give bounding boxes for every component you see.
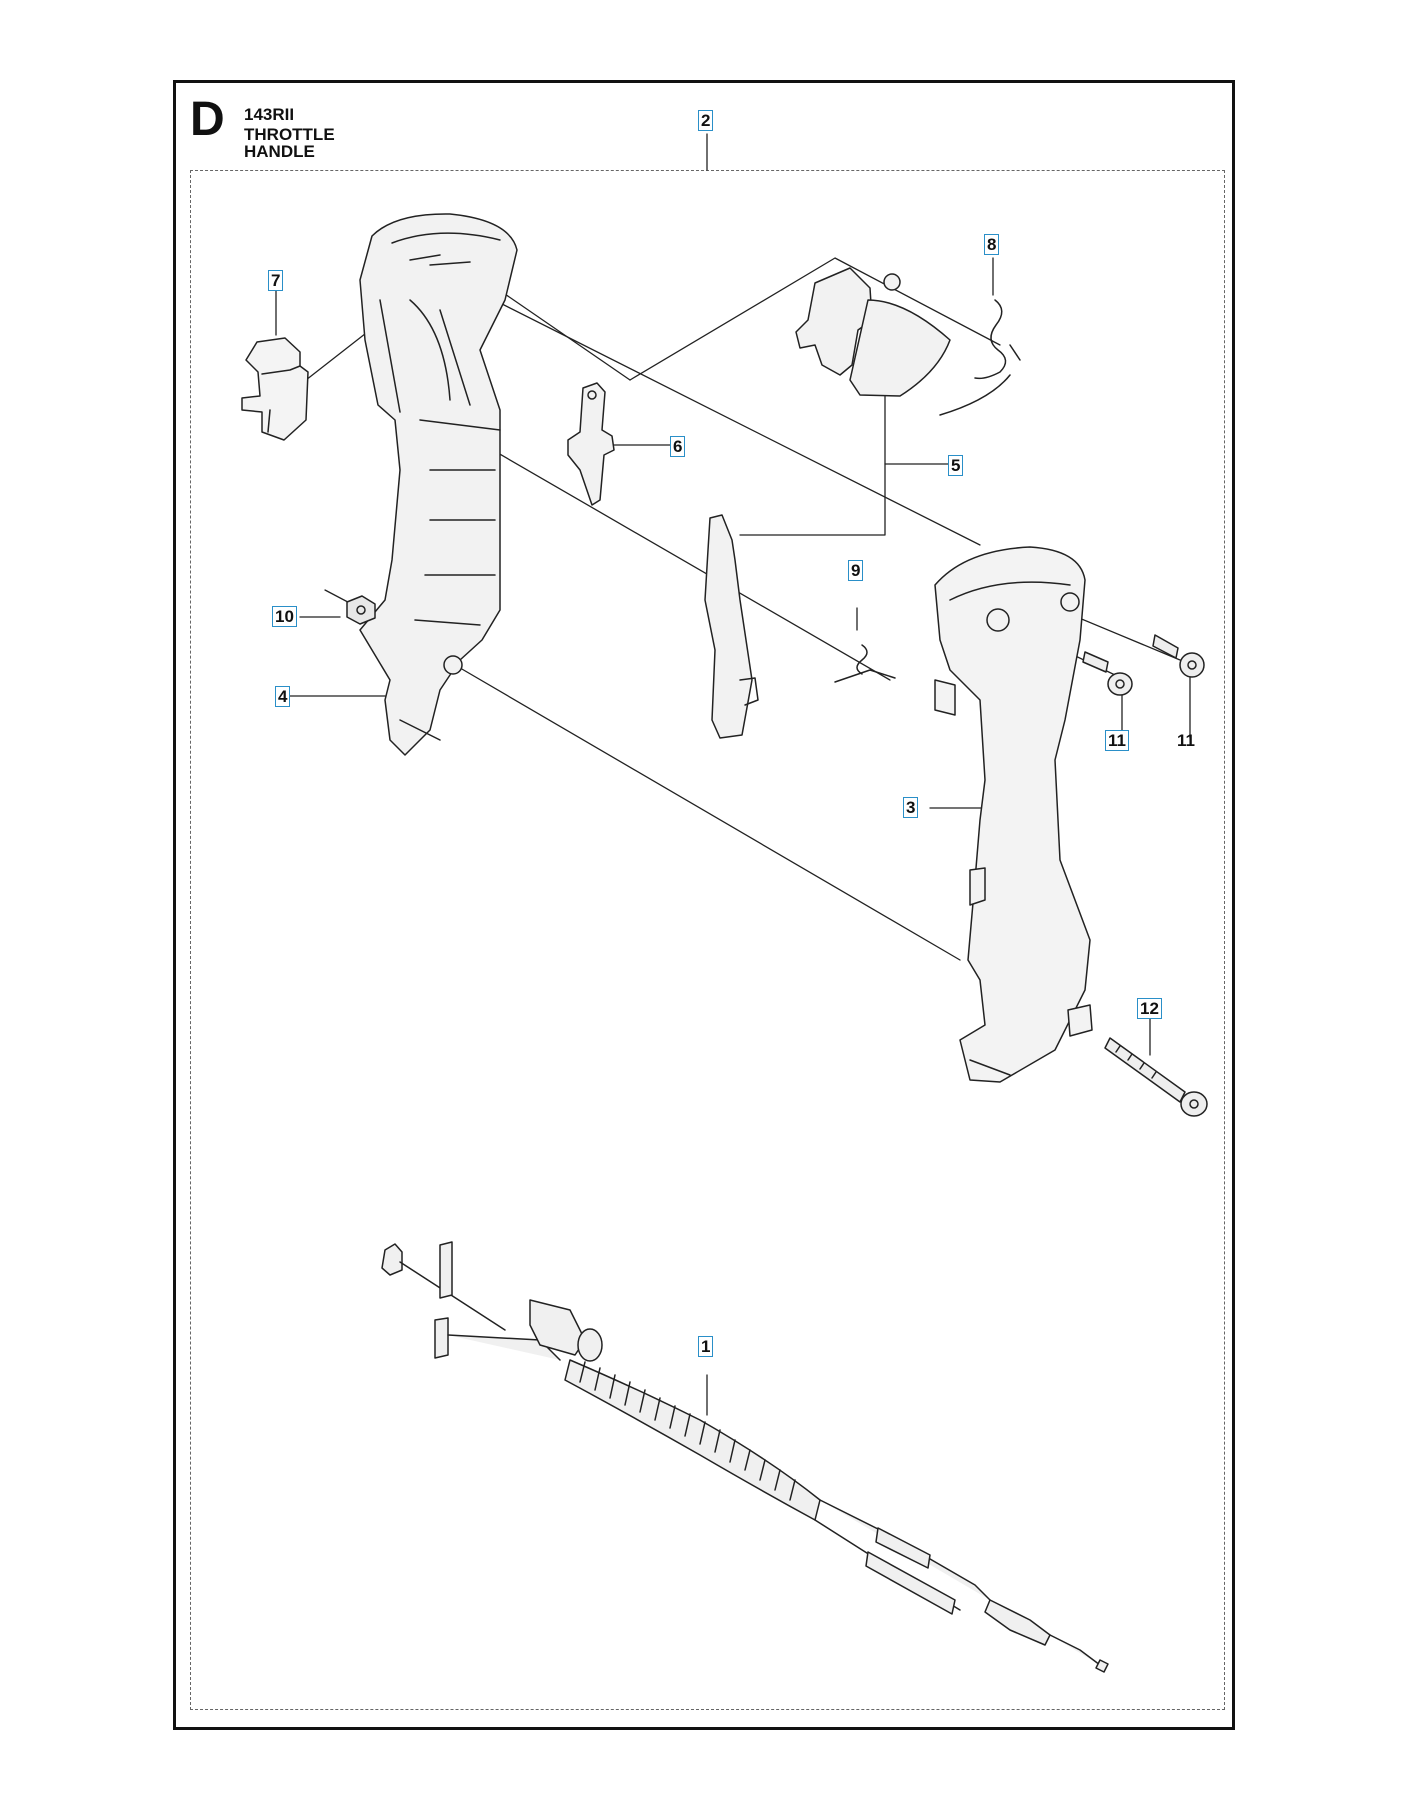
part-7-stop-switch — [241, 337, 309, 441]
outer-frame — [173, 80, 1235, 1730]
callout-11: 11 — [1177, 731, 1195, 750]
section-title: THROTTLE HANDLE — [244, 125, 335, 161]
callout-1: 1 — [698, 1336, 714, 1357]
part-11-screws — [1082, 634, 1205, 696]
part-12-long-screw — [1104, 1037, 1208, 1117]
section-letter: D — [190, 93, 225, 146]
callout-9: 9 — [848, 560, 864, 581]
part-1-throttle-cable — [381, 1241, 1109, 1673]
callout-6: 6 — [670, 436, 686, 457]
callout-8: 8 — [984, 234, 1000, 255]
callout-7: 7 — [268, 270, 284, 291]
callout-11-boxed: 11 — [1105, 730, 1129, 751]
part-3-handle-half-right — [934, 546, 1093, 1083]
callout-3: 3 — [903, 797, 919, 818]
callout-5: 5 — [948, 455, 964, 476]
model-number: 143RII — [244, 105, 295, 124]
part-6-lockout-lever — [567, 382, 615, 506]
part-10-nut — [346, 595, 376, 625]
part-9-spring — [834, 644, 896, 683]
callout-4: 4 — [275, 686, 291, 707]
callout-12: 12 — [1137, 998, 1162, 1019]
callout-2: 2 — [698, 110, 714, 131]
part-4-handle-half-left — [359, 213, 518, 756]
part-5-throttle-trigger — [704, 267, 951, 739]
part-8-torsion-spring — [939, 299, 1021, 416]
assembly-boundary-dashed — [190, 170, 1225, 1710]
callout-10: 10 — [272, 606, 297, 627]
